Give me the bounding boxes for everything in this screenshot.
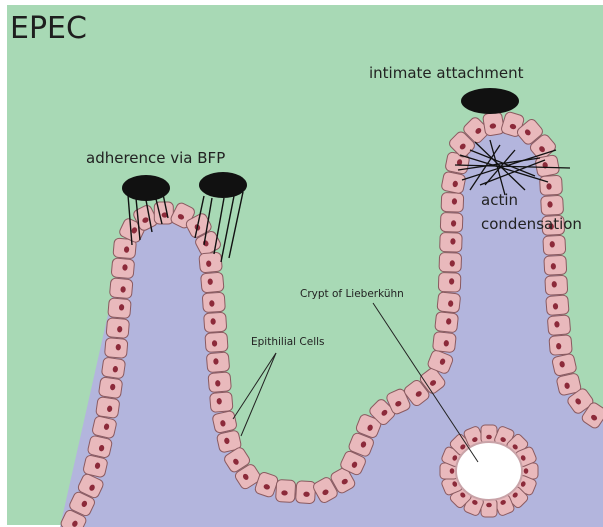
- crypt-lumen: [456, 442, 522, 500]
- label-crypt: Crypt of Lieberkühn: [300, 288, 404, 300]
- bacterium-bfp-right: [199, 172, 247, 198]
- label-adherence: adherence via BFP: [86, 149, 225, 167]
- label-condensation: condensation: [481, 215, 582, 233]
- label-intimate-attachment: intimate attachment: [369, 64, 524, 82]
- bacterium-intimate: [461, 88, 519, 114]
- label-actin: actin: [481, 191, 518, 209]
- diagram-title: EPEC: [10, 11, 87, 46]
- label-epithelial-cells: Epithilial Cells: [251, 336, 325, 348]
- bacterium-bfp-left: [122, 175, 170, 201]
